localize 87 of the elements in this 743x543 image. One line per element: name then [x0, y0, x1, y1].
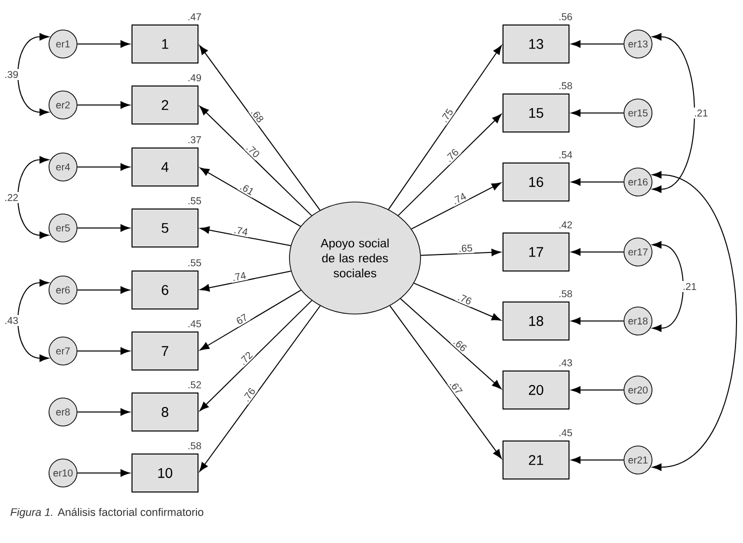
indicator-box: 16: [502, 162, 570, 202]
r-squared-label: .43: [559, 359, 572, 366]
error-arrow: [571, 109, 624, 117]
indicator-box: 21: [502, 440, 570, 480]
error-arrow: [571, 178, 624, 186]
indicator-box: 5: [132, 208, 198, 248]
edge-label: .21: [692, 108, 710, 118]
loading-arrow: [200, 168, 301, 227]
edge-label: .75: [438, 106, 456, 126]
r-squared-label: .55: [188, 259, 202, 266]
loading-arrow: [200, 270, 292, 292]
loading-arrow: [389, 305, 502, 459]
covariance-arrow: [17, 279, 49, 362]
r-squared-label: .49: [188, 74, 201, 82]
loading-arrow: [400, 298, 502, 390]
error-arrow: [76, 286, 130, 294]
error-arrow: [76, 469, 130, 477]
r-squared-label: .42: [559, 221, 572, 228]
r-squared-label: .56: [559, 13, 572, 20]
error-arrow: [76, 101, 130, 109]
indicator-box: 15: [502, 94, 570, 132]
indicator-box: 2: [132, 86, 198, 124]
r-squared-label: .47: [188, 13, 201, 20]
edge-label: .74: [230, 270, 248, 283]
indicator-box: 8: [132, 392, 198, 432]
covariance-arrow: [652, 171, 737, 471]
edge-label: .74: [449, 190, 469, 207]
indicator-box: 7: [132, 332, 198, 370]
error-arrow: [571, 456, 624, 464]
r-squared-label: .52: [188, 381, 201, 388]
edge-label: .76: [454, 291, 474, 308]
r-squared-label: .58: [188, 442, 202, 450]
edge-label: .65: [456, 242, 474, 254]
indicator-box: 18: [502, 302, 570, 340]
loading-arrow: [413, 282, 502, 321]
error-arrow: [76, 163, 130, 171]
r-squared-label: .37: [188, 136, 201, 144]
covariance-arrow: [17, 156, 49, 239]
error-arrow: [571, 386, 624, 394]
r-squared-label: .45: [559, 429, 572, 436]
loading-arrow: [398, 114, 502, 216]
edge-label: .39: [2, 68, 20, 80]
indicator-box: 10: [132, 454, 198, 492]
r-squared-label: .58: [559, 290, 572, 298]
edge-label: .67: [447, 378, 466, 398]
indicator-box: 6: [132, 270, 198, 310]
edge-label: 67: [233, 311, 251, 328]
indicator-box: 4: [132, 148, 198, 186]
error-arrow: [76, 347, 130, 355]
indicator-box: 17: [502, 232, 570, 272]
edge-label: .68: [248, 106, 266, 126]
loading-arrow: [200, 300, 312, 411]
loading-arrow: [420, 248, 501, 256]
loading-arrow: [388, 45, 502, 210]
loading-arrow: [200, 226, 292, 246]
error-arrow: [76, 408, 130, 416]
edge-label: .21: [680, 281, 699, 292]
error-arrow: [571, 317, 624, 325]
loading-arrow: [200, 290, 302, 350]
edge-label: .22: [2, 192, 20, 203]
covariance-arrow: [652, 241, 684, 332]
error-arrow: [571, 248, 624, 256]
r-squared-label: .54: [559, 151, 572, 158]
r-squared-label: .58: [559, 82, 572, 90]
edge-label: .70: [244, 141, 263, 160]
figure-caption: Figura 1. Análisis factorial confirmatorio: [10, 508, 204, 518]
indicator-box: 13: [502, 24, 570, 64]
edge-label: .66: [450, 336, 470, 354]
covariance-arrow: [652, 33, 695, 193]
indicator-box: 20: [502, 370, 570, 410]
edge-label: .43: [2, 314, 20, 326]
edge-label: .74: [232, 224, 250, 238]
r-squared-label: .45: [188, 320, 202, 328]
edge-label: .76: [240, 384, 258, 404]
error-arrow: [76, 224, 130, 232]
loading-arrow: [199, 45, 321, 211]
indicator-box: 1: [132, 24, 198, 64]
error-arrow: [76, 40, 130, 48]
edge-label: .76: [442, 146, 462, 165]
loading-arrow: [410, 182, 502, 230]
error-arrow: [571, 40, 624, 48]
loading-arrow: [199, 305, 321, 472]
loading-arrow: [200, 106, 312, 216]
covariance-arrow: [17, 33, 49, 116]
r-squared-label: .55: [188, 197, 202, 204]
edge-label: .72: [236, 348, 256, 368]
edge-label: .61: [237, 180, 257, 198]
